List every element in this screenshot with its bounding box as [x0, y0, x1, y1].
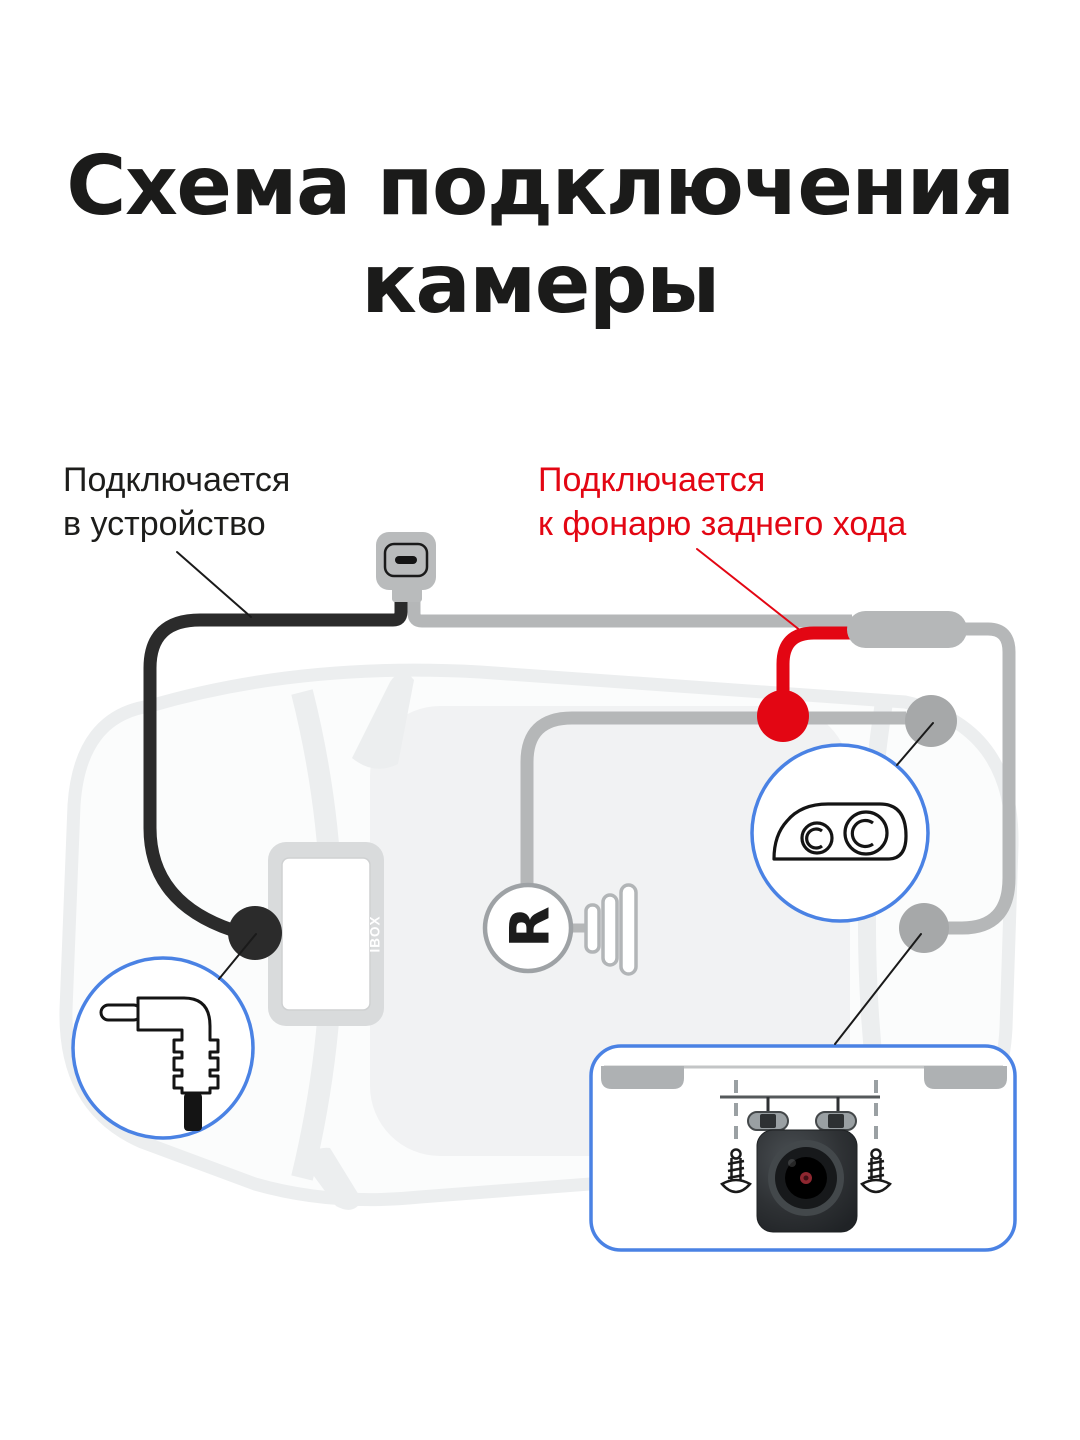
shifter-boot-small: [584, 903, 601, 954]
label-device-line2: в устройство: [63, 505, 266, 543]
label-device-line1: Подключается: [63, 461, 291, 499]
reverse-gear-letter: R: [498, 906, 561, 948]
gray-cable-from-connector: [407, 590, 852, 628]
mini-usb-connector-icon: [376, 532, 436, 602]
jack-plug-callout: [71, 956, 255, 1140]
red-cable-reverse-lamp: [776, 626, 859, 709]
camera-bracket: [720, 1095, 880, 1131]
gray-cable-to-camera: [940, 622, 1016, 935]
headlight-icon: [772, 802, 908, 861]
screw-icon-right: [860, 1148, 892, 1194]
pointer-to-camera-box: [834, 933, 922, 1045]
car-mirror-bottom: [302, 1147, 362, 1210]
bumper-block-right: [924, 1066, 1007, 1089]
pointer-to-jack-plug: [218, 933, 257, 980]
bumper-block-left: [601, 1066, 684, 1089]
ibox-device: IBOX: [268, 842, 384, 1026]
inline-connector-capsule: [847, 611, 967, 648]
gray-junction-dot-camera: [899, 903, 949, 953]
page-title-line1: Схема подключения: [66, 139, 1015, 234]
rear-camera: [756, 1129, 858, 1233]
car-mirror-top: [352, 672, 414, 769]
black-cable-to-device: [143, 583, 408, 937]
pointer-to-headlight: [896, 722, 934, 766]
shifter-boot-medium: [601, 893, 619, 967]
gear-knob-circle: [482, 882, 574, 974]
jack-plug-icon: [99, 996, 220, 1131]
page-title: Схема подключения камеры: [0, 138, 1080, 334]
label-connects-to-device: Подключается в устройство: [63, 458, 290, 546]
screw-icon-left: [720, 1148, 752, 1194]
reverse-gear-shifter: R: [482, 882, 638, 976]
camera-detail-box: [589, 1044, 1017, 1252]
red-junction-dot: [757, 690, 809, 742]
label-connects-to-reverse-lamp: Подключается к фонарю заднего хода: [538, 458, 906, 546]
pointer-device-label: [176, 551, 252, 618]
label-reverse-line2: к фонарю заднего хода: [538, 505, 907, 543]
black-junction-dot: [228, 906, 282, 960]
headlight-callout: [750, 743, 930, 923]
gray-cable-reverse-gear: [520, 711, 906, 886]
label-reverse-line1: Подключается: [538, 461, 766, 499]
page-title-line2: камеры: [361, 237, 720, 332]
gray-junction-dot-headlight: [905, 695, 957, 747]
shifter-boot-large: [619, 883, 638, 976]
ibox-screen: [281, 857, 371, 1011]
pointer-reverse-lamp-label: [696, 548, 802, 632]
ibox-brand-text: IBOX: [368, 915, 383, 952]
pointer-lines: [176, 548, 934, 1045]
